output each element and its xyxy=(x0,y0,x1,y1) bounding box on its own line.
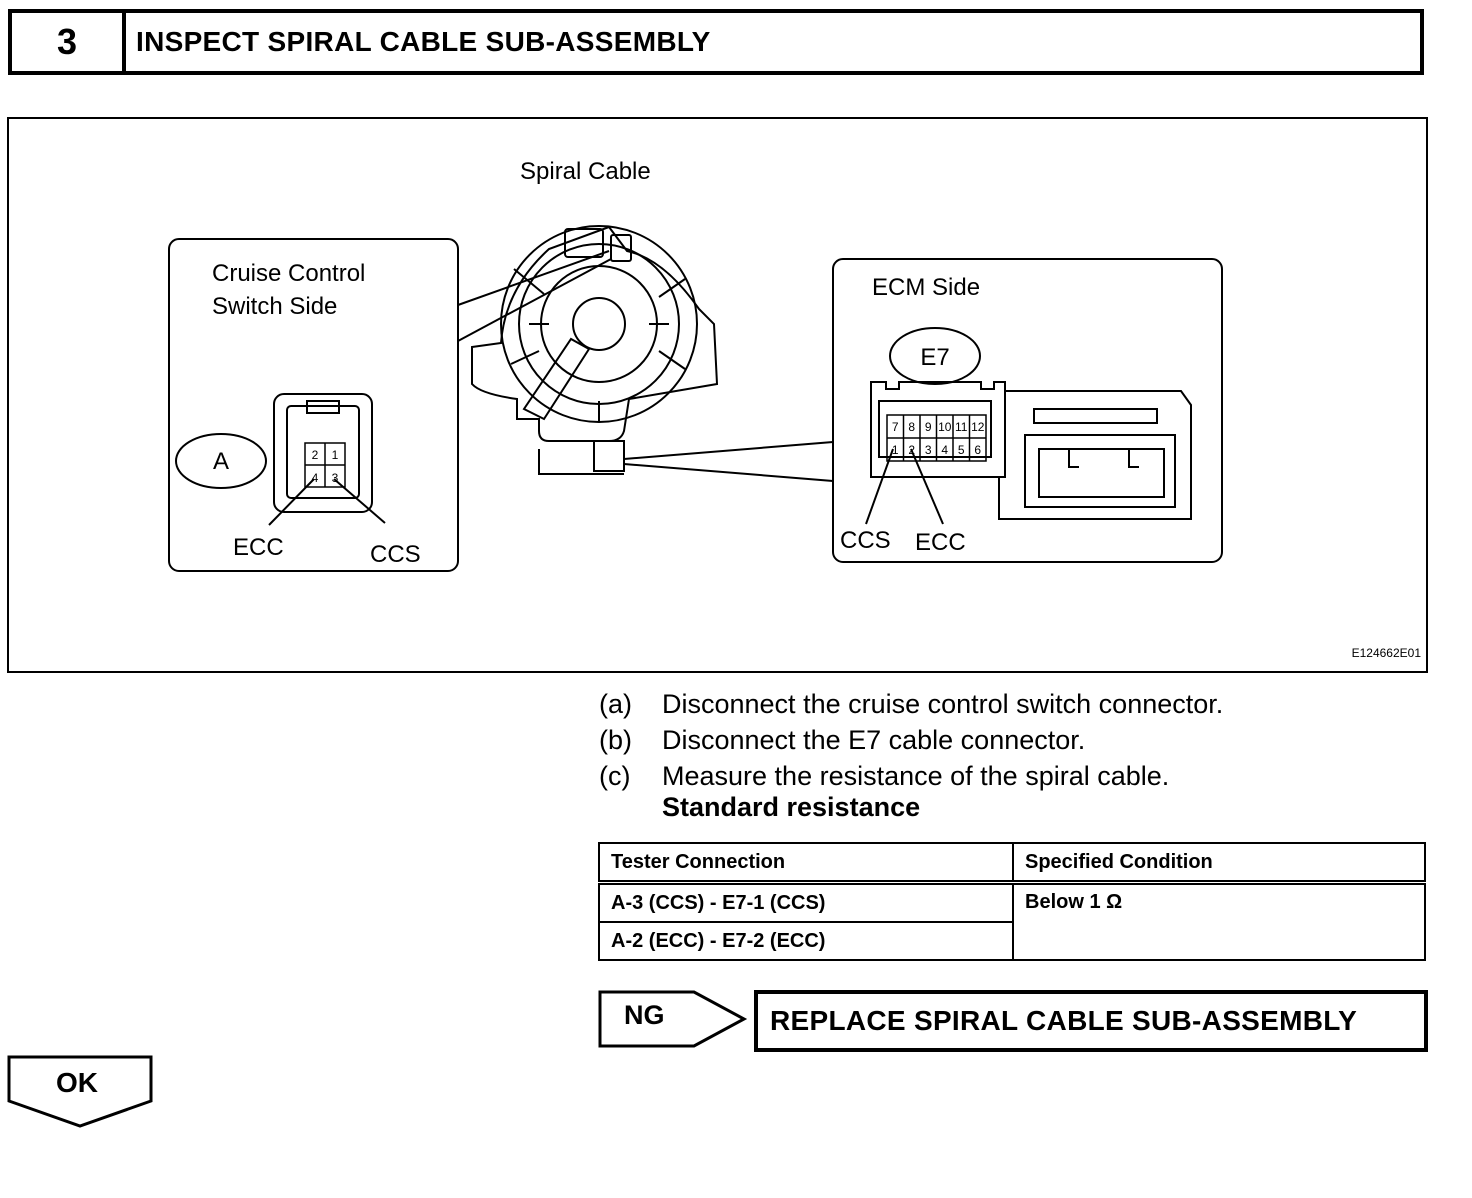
standard-resistance-label: Standard resistance xyxy=(662,792,921,822)
ng-result-box: REPLACE SPIRAL CABLE SUB-ASSEMBLY xyxy=(754,990,1428,1052)
connector-e7-label: E7 xyxy=(920,344,949,371)
step-key: (c) xyxy=(599,761,631,791)
ok-arrow-icon xyxy=(7,1055,153,1128)
e7-pin-4: 4 xyxy=(941,443,948,457)
pin-a2: 2 xyxy=(312,448,319,462)
connector-a-bubble xyxy=(175,433,267,489)
spec-table: Tester Connection Specified Condition A-… xyxy=(598,842,1426,961)
figure-code: E124662E01 xyxy=(1352,646,1422,660)
e7-pin-1: 1 xyxy=(892,443,899,457)
step-key: (a) xyxy=(599,689,632,719)
e7-pin-5: 5 xyxy=(958,443,965,457)
step-text: Disconnect the E7 cable connector. xyxy=(662,725,1086,755)
ng-label: NG xyxy=(624,1000,665,1030)
e7-pin-11: 11 xyxy=(955,420,968,434)
step-text: Disconnect the cruise control switch con… xyxy=(662,689,1224,719)
ccs-left-label: CCS xyxy=(370,541,421,568)
switch-side-inset xyxy=(168,238,459,572)
ok-label: OK xyxy=(56,1067,98,1098)
connector-a-body: 2 1 4 3 xyxy=(273,393,373,513)
ccs-right-label: CCS xyxy=(840,527,891,554)
table-row: A-2 (ECC) - E7-2 (ECC) xyxy=(598,921,1425,961)
header-tester-connection: Tester Connection xyxy=(598,842,1014,885)
connector-e7-body xyxy=(870,381,1192,520)
e7-pin-3: 3 xyxy=(925,443,932,457)
switch-side-label-line1: Cruise Control xyxy=(212,260,365,287)
e7-pin-10: 10 xyxy=(938,420,952,434)
step-number: 3 xyxy=(12,13,126,71)
wiring-diagram: Spiral Cable Cruise Control Switch Side … xyxy=(168,158,1422,660)
e7-pin-6: 6 xyxy=(974,443,981,457)
connector-a-label: A xyxy=(213,448,229,475)
step-header: 3 INSPECT SPIRAL CABLE SUB-ASSEMBLY xyxy=(8,9,1424,75)
pin-a3: 3 xyxy=(332,471,339,485)
ecm-side-inset xyxy=(832,258,1223,563)
ecc-right-label: ECC xyxy=(915,529,966,556)
step-title: INSPECT SPIRAL CABLE SUB-ASSEMBLY xyxy=(136,26,711,57)
ng-arrow-icon xyxy=(598,990,748,1048)
connector-e7-bubble xyxy=(889,327,981,385)
pin-a1: 1 xyxy=(332,448,339,462)
table-row: A-3 (CCS) - E7-1 (CCS) Below 1 Ω xyxy=(598,881,1426,961)
pin-a4: 4 xyxy=(312,471,319,485)
cell-connection: A-3 (CCS) - E7-1 (CCS) xyxy=(598,881,1014,923)
e7-pin-12: 12 xyxy=(971,420,985,434)
cell-condition: Below 1 Ω xyxy=(1012,881,1426,961)
ecm-side-label: ECM Side xyxy=(872,274,980,301)
e7-pin-7: 7 xyxy=(892,420,899,434)
step-key: (b) xyxy=(599,725,632,755)
cell-connection: A-2 (ECC) - E7-2 (ECC) xyxy=(598,921,1014,961)
spiral-cable-drawing xyxy=(471,225,719,475)
header-specified-condition: Specified Condition xyxy=(1012,842,1426,885)
switch-side-label-line2: Switch Side xyxy=(212,293,337,320)
spiral-cable-label: Spiral Cable xyxy=(520,158,651,185)
step-text: Measure the resistance of the spiral cab… xyxy=(662,761,1170,791)
ecc-left-label: ECC xyxy=(233,534,284,561)
e7-pin-8: 8 xyxy=(908,420,915,434)
spiral-cable-figure: Spiral Cable Cruise Control Switch Side … xyxy=(7,117,1428,673)
table-header-row: Tester Connection Specified Condition xyxy=(598,842,1426,885)
e7-pin-9: 9 xyxy=(925,420,932,434)
